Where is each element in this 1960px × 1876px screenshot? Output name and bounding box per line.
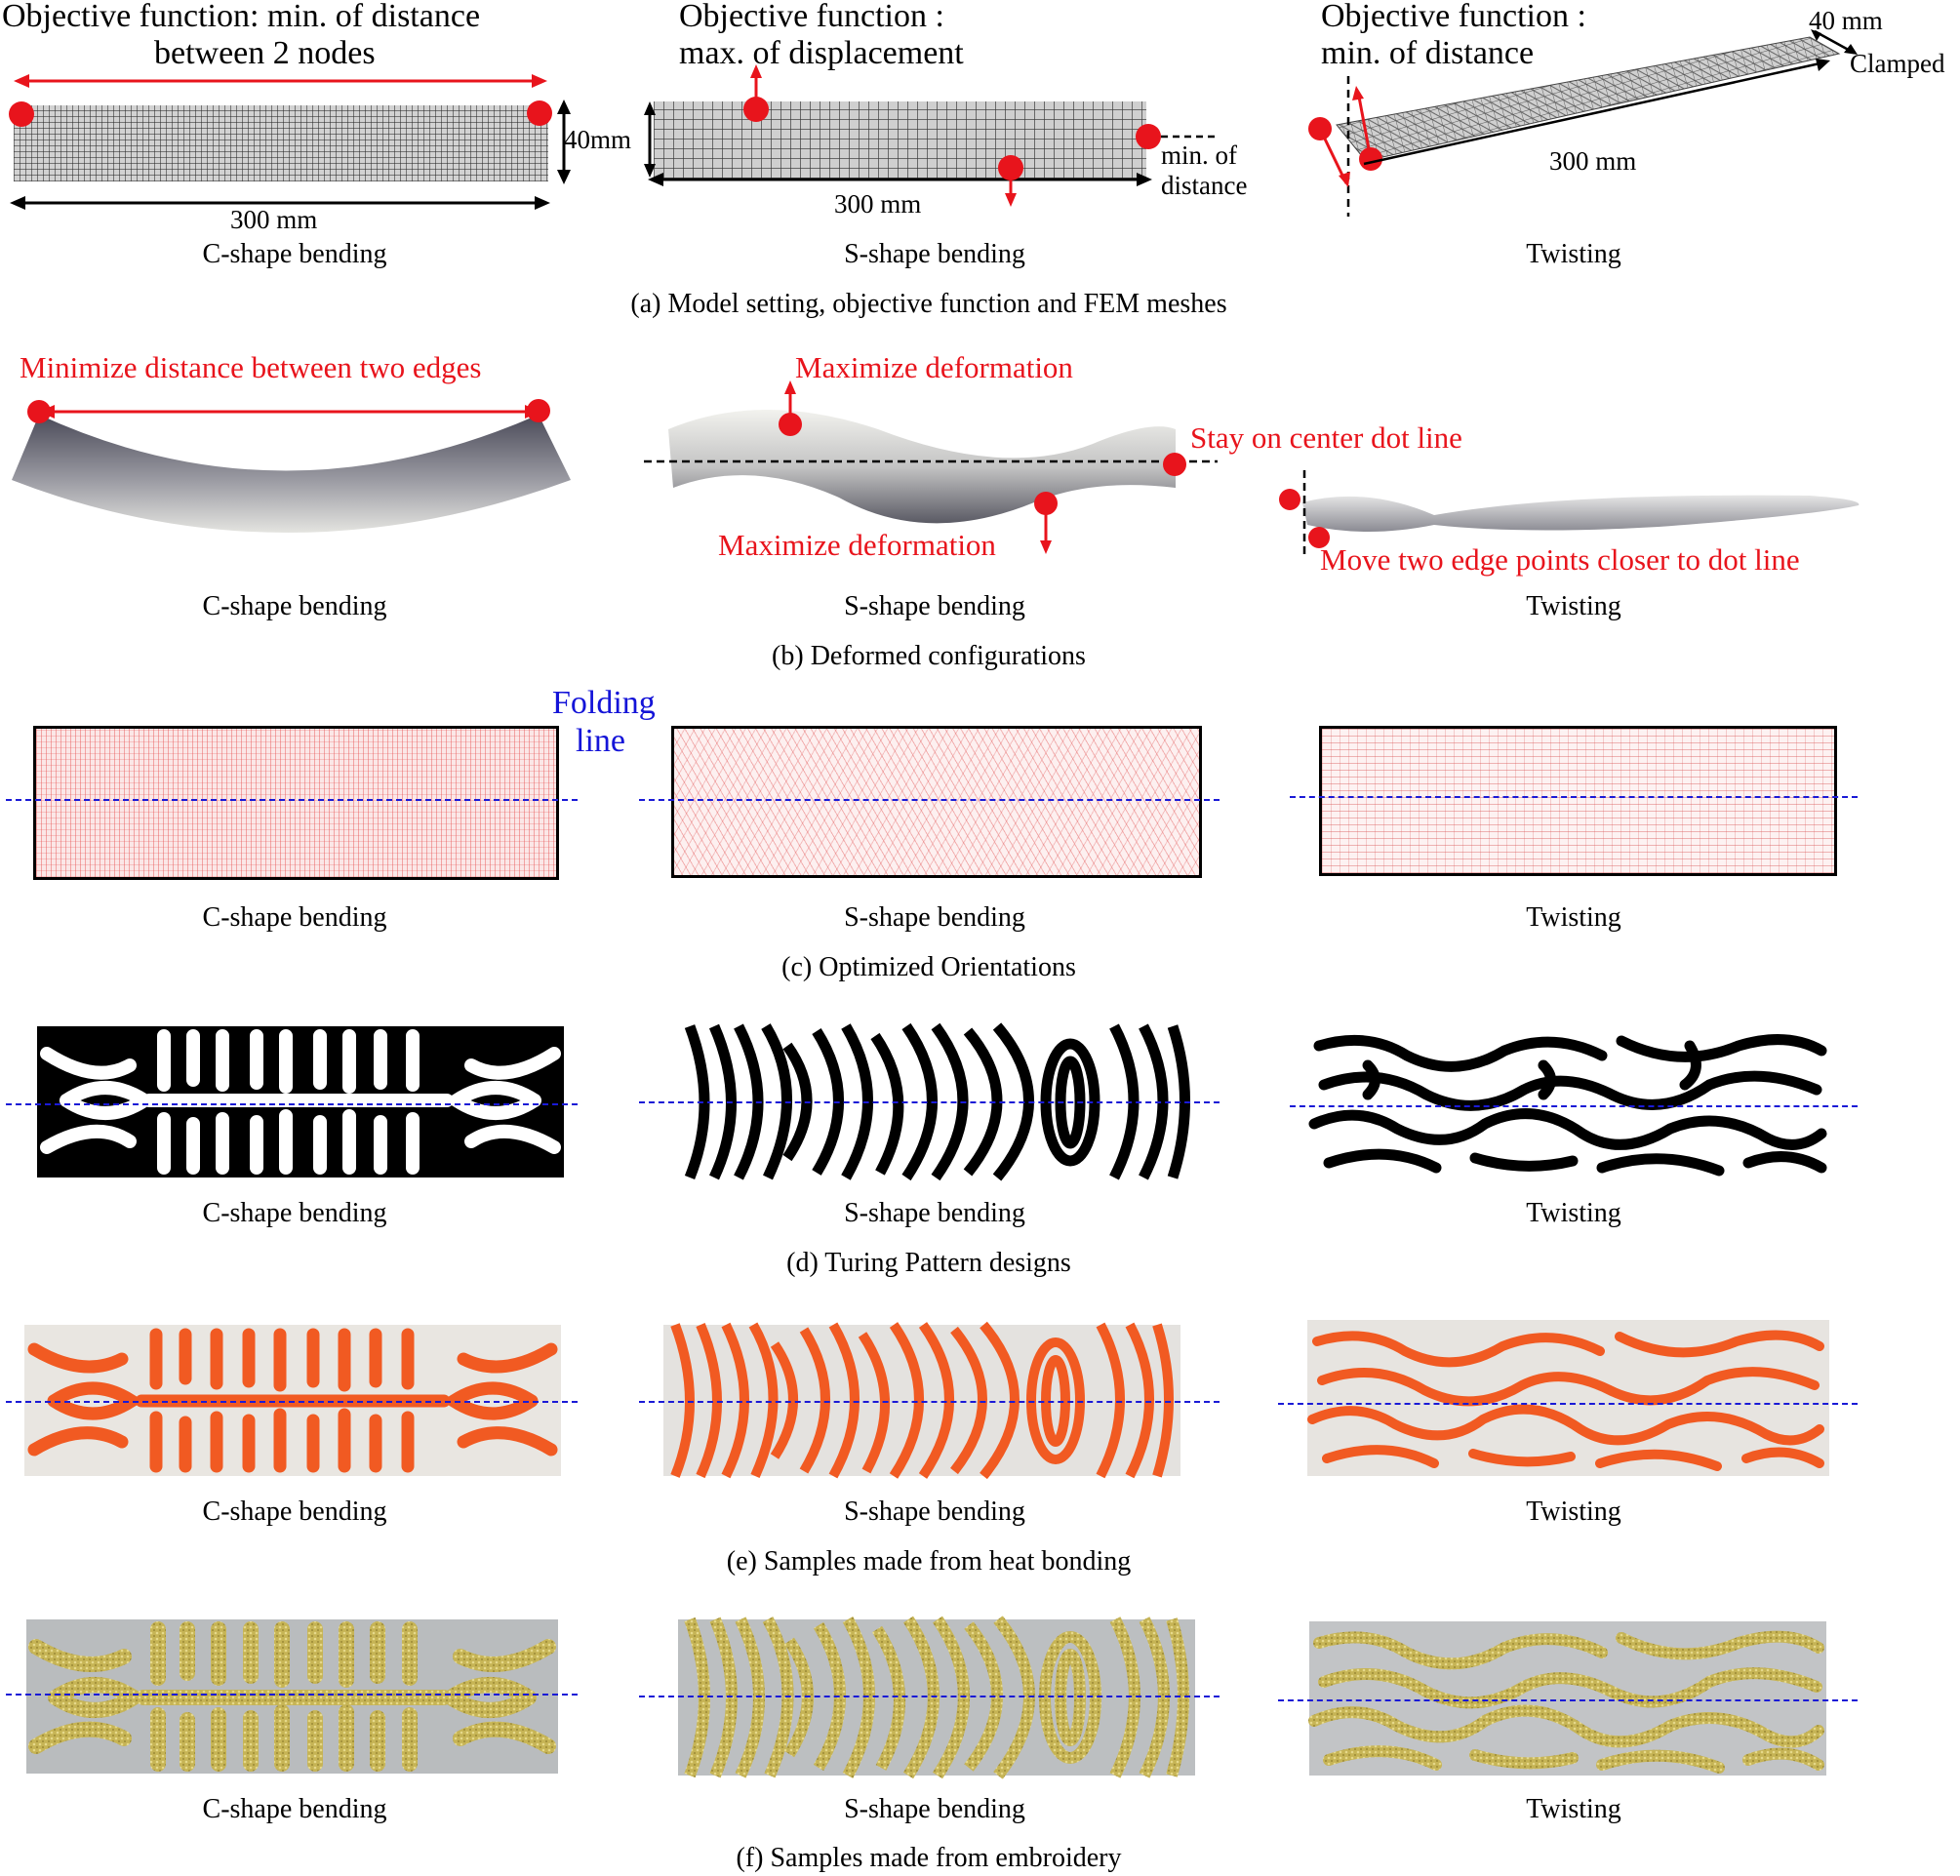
caption-b: (b) Deformed configurations	[772, 641, 1086, 671]
t-width-label: 40 mm	[1809, 6, 1883, 35]
s-stay-center-line-note: Stay on center dot line	[1190, 420, 1462, 455]
c-distance-arrow	[10, 74, 571, 210]
s-folding-line	[639, 799, 1220, 801]
t-objective-line2: min. of distance	[1321, 35, 1535, 71]
f-label-c-shape: C-shape bending	[202, 1794, 387, 1824]
twisting-fem-mesh	[1308, 29, 1858, 217]
a-label-s-shape: S-shape bending	[844, 239, 1025, 269]
folding-line-label-1: Folding	[552, 685, 656, 721]
s-objective-line2: max. of displacement	[679, 35, 964, 71]
s-objective-line1: Objective function :	[679, 0, 944, 34]
f-label-s-shape: S-shape bending	[844, 1794, 1025, 1824]
f-label-twisting: Twisting	[1526, 1794, 1621, 1824]
t-heat-bonding-sample	[1307, 1320, 1829, 1476]
e-label-s-shape: S-shape bending	[844, 1497, 1025, 1527]
t-move-edge-points-note: Move two edge points closer to dot line	[1320, 542, 1800, 577]
caption-a: (a) Model setting, objective function an…	[630, 289, 1227, 319]
caption-e: (e) Samples made from heat bonding	[726, 1546, 1132, 1577]
s-maximize-deformation-bottom: Maximize deformation	[718, 528, 996, 562]
caption-f: (f) Samples made from embroidery	[736, 1843, 1122, 1873]
s-embroidery-sample	[678, 1616, 1195, 1779]
s-orientation-field	[671, 726, 1202, 878]
e-label-twisting: Twisting	[1526, 1497, 1621, 1527]
t-objective-line1: Objective function :	[1321, 0, 1586, 34]
e-label-c-shape: C-shape bending	[202, 1497, 387, 1527]
f-s-folding-line	[639, 1696, 1220, 1697]
s-heat-bonding-sample	[663, 1321, 1180, 1480]
c-orientation-field	[33, 726, 559, 880]
d-s-folding-line	[639, 1101, 1220, 1103]
c-label-twisting: Twisting	[1526, 902, 1621, 933]
c-heat-bonding-sample	[24, 1325, 561, 1476]
e-s-folding-line	[639, 1401, 1220, 1403]
t-clamped-label: Clamped	[1850, 49, 1945, 78]
e-t-folding-line	[1278, 1403, 1858, 1405]
c-label-c-shape: C-shape bending	[202, 902, 387, 933]
d-t-folding-line	[1290, 1105, 1858, 1107]
c-minimize-distance-note: Minimize distance between two edges	[20, 350, 482, 384]
t-orientation-field	[1319, 726, 1837, 876]
d-label-c-shape: C-shape bending	[202, 1198, 387, 1228]
f-c-folding-line	[6, 1694, 578, 1696]
d-label-twisting: Twisting	[1526, 1198, 1621, 1228]
c-folding-line	[6, 799, 578, 801]
c-embroidery-sample	[26, 1619, 558, 1774]
s-width-label: 300 mm	[834, 189, 922, 219]
c-width-label: 300 mm	[230, 205, 318, 234]
f-t-folding-line	[1278, 1699, 1858, 1701]
d-c-folding-line	[6, 1103, 578, 1105]
c-node-markers	[9, 100, 552, 127]
s-maximize-deformation-top: Maximize deformation	[795, 350, 1073, 384]
c-deformed-shape	[12, 380, 1860, 558]
caption-d: (d) Turing Pattern designs	[786, 1248, 1071, 1278]
e-c-folding-line	[6, 1401, 578, 1403]
d-label-s-shape: S-shape bending	[844, 1198, 1025, 1228]
caption-c: (c) Optimized Orientations	[781, 952, 1076, 982]
c-objective-line1: Objective function: min. of distance	[2, 0, 481, 34]
s-min-distance-line2: distance	[1161, 171, 1248, 200]
c-turing-pattern	[37, 1026, 564, 1177]
t-embroidery-sample	[1308, 1621, 1826, 1776]
c-shape-fem-mesh	[14, 105, 548, 181]
t-folding-line	[1290, 796, 1858, 798]
a-label-c-shape: C-shape bending	[202, 239, 387, 269]
s-min-distance-line1: min. of	[1161, 140, 1237, 170]
c-label-s-shape: S-shape bending	[844, 902, 1025, 933]
s-shape-fem-mesh	[654, 101, 1146, 179]
folding-line-label-2: line	[576, 723, 625, 759]
c-height-label: 40mm	[564, 125, 632, 154]
a-label-twisting: Twisting	[1526, 239, 1621, 269]
s-shape-annotations	[644, 64, 1220, 207]
c-objective-line2: between 2 nodes	[154, 35, 376, 71]
b-label-s-shape: S-shape bending	[844, 591, 1025, 621]
b-label-c-shape: C-shape bending	[202, 591, 387, 621]
t-turing-pattern	[1308, 1026, 1828, 1177]
t-length-label: 300 mm	[1549, 146, 1637, 176]
b-label-twisting: Twisting	[1526, 591, 1621, 621]
